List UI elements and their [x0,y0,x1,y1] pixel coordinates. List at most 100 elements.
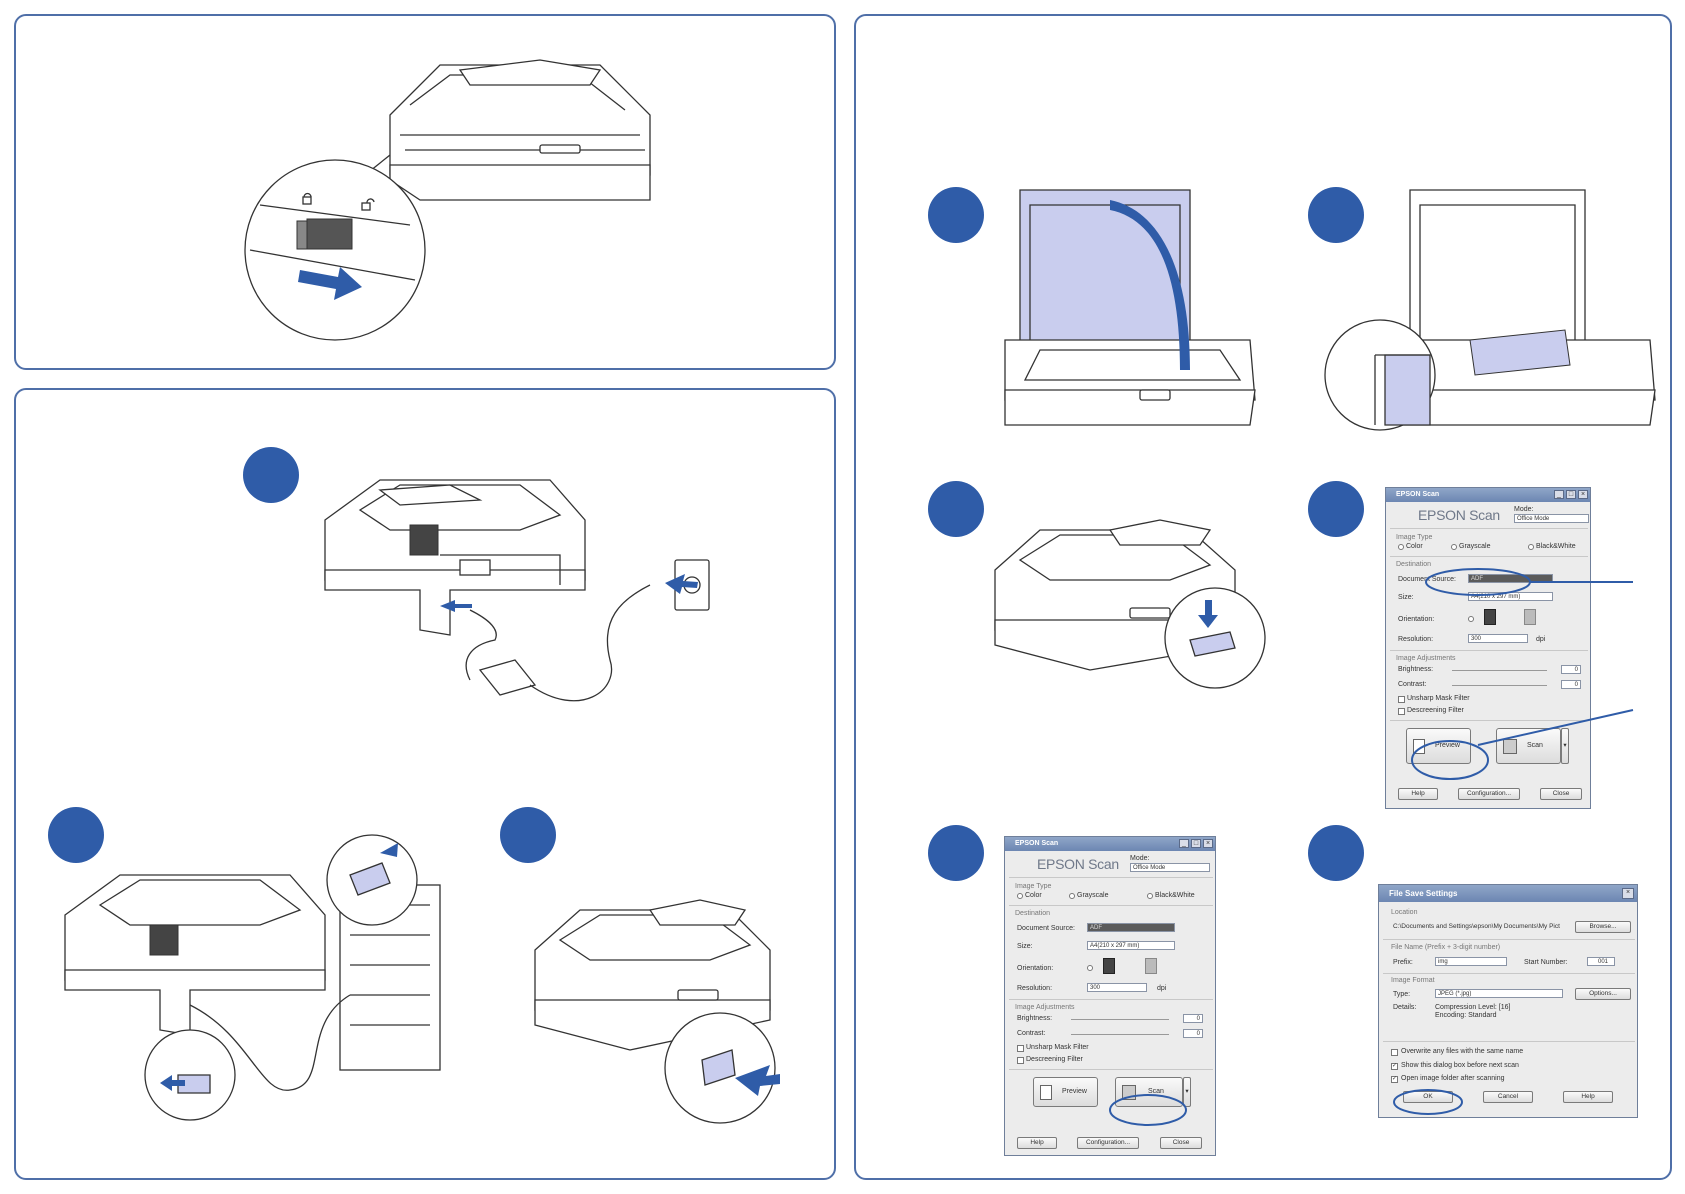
step-badge [928,825,984,881]
portrait-radio[interactable] [1087,965,1093,971]
grayscale-radio[interactable] [1451,544,1457,550]
descreening-checkbox[interactable] [1398,708,1405,715]
show-dialog-checkbox[interactable]: ✓ [1391,1063,1398,1070]
grayscale-radio[interactable] [1069,893,1075,899]
contrast-value[interactable]: 0 [1561,680,1581,689]
document-source-select[interactable]: ADF [1087,923,1175,932]
overwrite-label: Overwrite any files with the same name [1401,1048,1524,1055]
contrast-slider[interactable] [1071,1034,1169,1035]
brand-logo: EPSON Scan [1037,856,1119,872]
resolution-unit: dpi [1157,985,1167,992]
help-button[interactable]: Help [1398,788,1438,800]
browse-button[interactable]: Browse... [1575,921,1631,933]
descreening-checkbox[interactable] [1017,1057,1024,1064]
ok-button[interactable]: OK [1403,1091,1453,1103]
divider [1009,905,1213,906]
overwrite-checkbox[interactable] [1391,1049,1398,1056]
unsharp-label: Unsharp Mask Filter [1026,1044,1089,1051]
brightness-value[interactable]: 0 [1183,1014,1203,1023]
start-button-illustration [994,519,1266,689]
brand-logo: EPSON Scan [1418,507,1500,523]
scan-icon [1503,739,1517,754]
location-section: Location [1391,909,1418,916]
step-badge [243,447,299,503]
color-radio[interactable] [1017,893,1023,899]
configuration-button[interactable]: Configuration... [1458,788,1520,800]
ok-button-callout [1393,1089,1463,1115]
divider [1009,999,1213,1000]
brightness-value[interactable]: 0 [1561,665,1581,674]
start-number-input[interactable]: 001 [1587,957,1615,966]
configuration-button[interactable]: Configuration... [1077,1137,1139,1149]
divider [1009,877,1213,878]
prefix-input[interactable]: img [1435,957,1507,966]
contrast-value[interactable]: 0 [1183,1029,1203,1038]
size-label: Size: [1017,943,1033,950]
preview-icon [1040,1085,1052,1100]
close-button[interactable]: Close [1160,1137,1202,1149]
location-path: C:\Documents and Settings\epson\My Docum… [1393,923,1560,930]
close-button[interactable]: Close [1540,788,1582,800]
preview-button[interactable]: Preview [1033,1077,1098,1107]
mode-select[interactable]: Office Mode [1130,863,1210,872]
grayscale-label: Grayscale [1077,892,1109,899]
step-badge [928,187,984,243]
details-line1: Compression Level: [16] [1435,1004,1511,1011]
size-select[interactable]: A4(210 x 297 mm) [1087,941,1175,950]
color-label: Color [1406,543,1423,550]
options-button[interactable]: Options... [1575,988,1631,1000]
cancel-button[interactable]: Cancel [1483,1091,1533,1103]
power-cable-illustration [324,479,710,702]
divider [1383,1041,1635,1042]
color-radio[interactable] [1398,544,1404,550]
brightness-slider[interactable] [1452,670,1547,671]
window-title: File Save Settings [1379,885,1637,902]
destination-section: Destination [1015,910,1051,917]
details-line2: Encoding: Standard [1435,1012,1497,1019]
brightness-slider[interactable] [1071,1019,1169,1020]
help-button[interactable]: Help [1017,1137,1057,1149]
resolution-select[interactable]: 300 [1087,983,1147,992]
preview-label: Preview [1062,1088,1087,1095]
close-icon[interactable]: × [1578,490,1588,499]
help-button[interactable]: Help [1563,1091,1613,1103]
start-number-label: Start Number: [1524,959,1568,966]
document-source-select[interactable]: ADF [1468,574,1553,583]
close-icon[interactable]: × [1203,839,1213,848]
divider [1390,556,1588,557]
maximize-icon[interactable]: □ [1191,839,1201,848]
close-icon[interactable]: × [1622,888,1634,899]
usb-cable-illustration [64,834,441,1121]
place-document-illustration [1324,189,1656,431]
mode-label: Mode: [1514,506,1534,513]
maximize-icon[interactable]: □ [1566,490,1576,499]
resolution-select[interactable]: 300 [1468,634,1528,643]
descreening-label: Descreening Filter [1407,707,1464,714]
unsharp-checkbox[interactable] [1398,696,1405,703]
scan-dropdown-button[interactable]: ▾ [1561,728,1569,764]
black-white-radio[interactable] [1147,893,1153,899]
file-name-section: File Name (Prefix + 3-digit number) [1391,944,1501,951]
black-white-radio[interactable] [1528,544,1534,550]
brightness-label: Brightness: [1017,1015,1053,1022]
brightness-label: Brightness: [1398,666,1434,673]
image-adjustments-section: Image Adjustments [1396,655,1456,662]
image-format-section: Image Format [1391,977,1435,984]
color-label: Color [1025,892,1042,899]
unsharp-checkbox[interactable] [1017,1045,1024,1052]
step-badge [1308,481,1364,537]
minimize-icon[interactable]: _ [1179,839,1189,848]
portrait-radio[interactable] [1468,616,1474,622]
type-label: Type: [1393,991,1411,998]
mode-select[interactable]: Office Mode [1514,514,1589,523]
scan-button[interactable]: Scan [1115,1077,1183,1107]
preview-button[interactable]: Preview [1406,728,1471,764]
scan-dropdown-button[interactable]: ▾ [1183,1077,1191,1107]
type-select[interactable]: JPEG (*.jpg) [1435,989,1563,998]
open-folder-checkbox[interactable]: ✓ [1391,1076,1398,1083]
open-lid-illustration [1004,189,1256,426]
minimize-icon[interactable]: _ [1554,490,1564,499]
black-white-label: Black&White [1536,543,1576,550]
contrast-slider[interactable] [1452,685,1547,686]
step-badge [500,807,556,863]
